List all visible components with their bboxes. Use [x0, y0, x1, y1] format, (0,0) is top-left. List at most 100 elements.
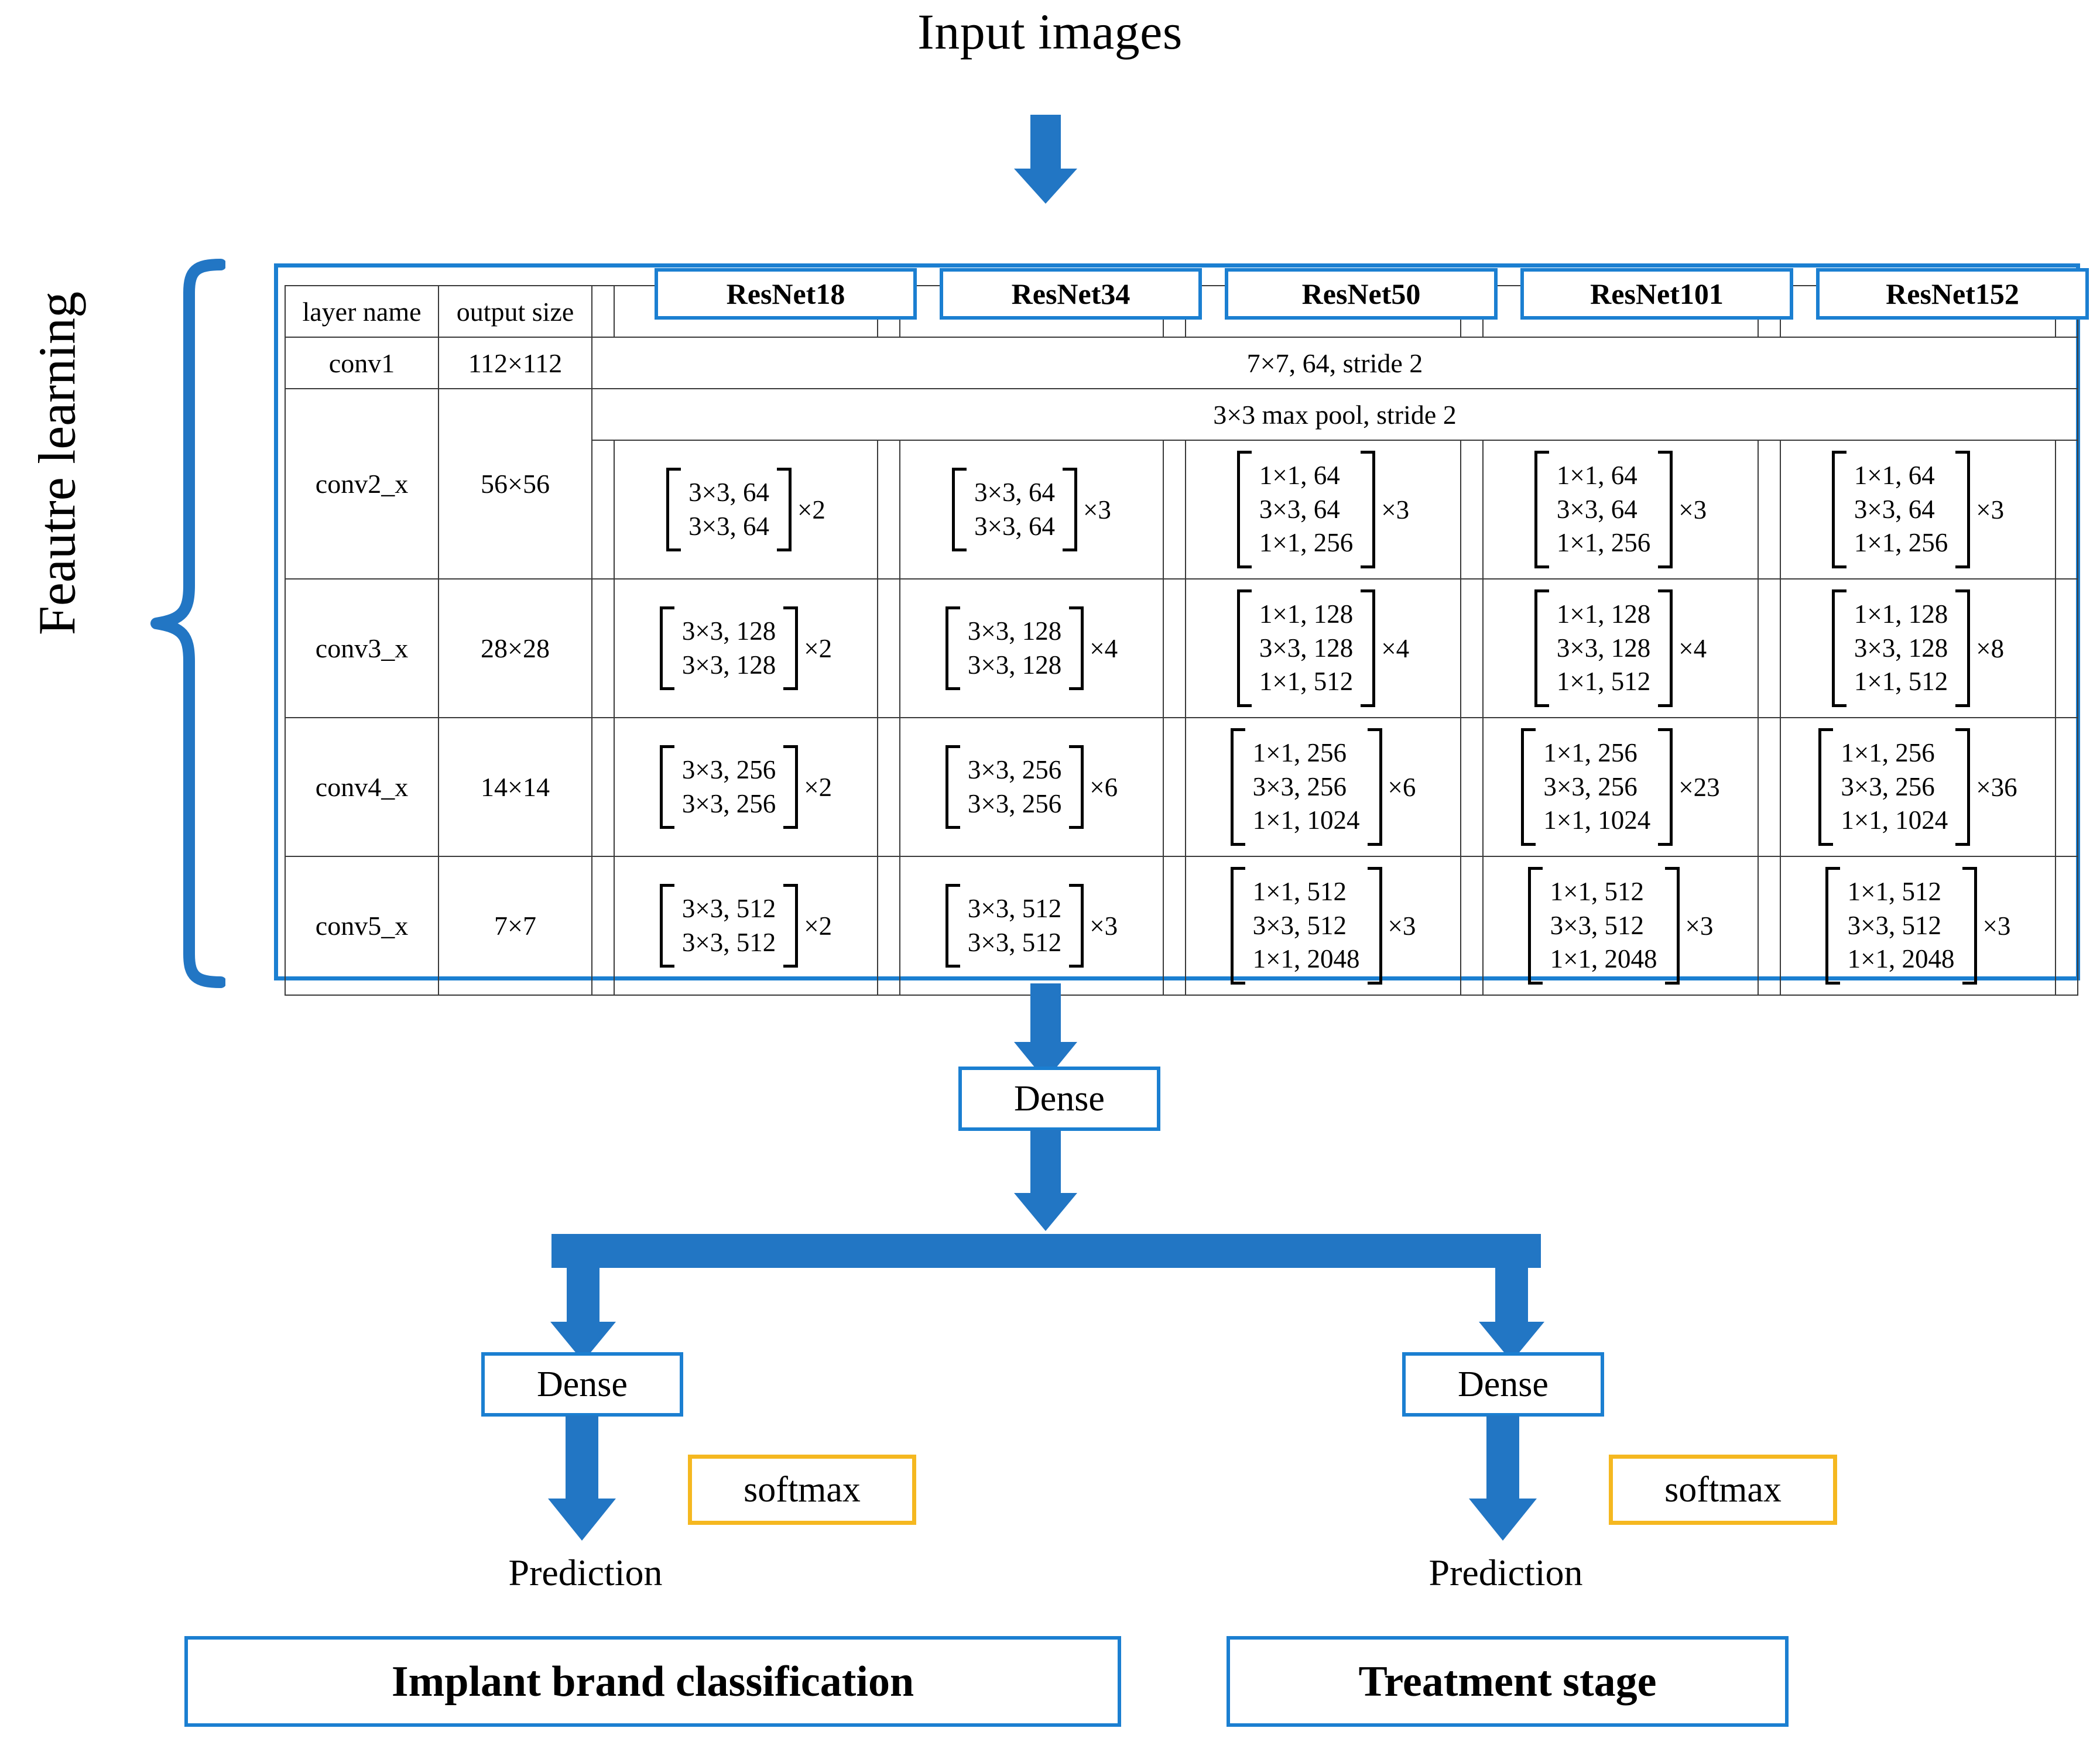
block-line: 1×1, 256: [1543, 738, 1637, 768]
spacer-cell: [2055, 856, 2078, 996]
arrow-shaft: [1030, 115, 1061, 176]
block-line: 1×1, 2048: [1847, 944, 1955, 974]
dense-box-shared[interactable]: Dense: [958, 1067, 1160, 1131]
cell-layer-name-conv1: conv1: [285, 337, 439, 389]
model-header-resnet50: ResNet50: [1225, 268, 1498, 320]
spacer-cell: [877, 440, 900, 580]
spacer-cell: [1758, 578, 1781, 718]
block-line: 3×3, 64: [1854, 494, 1935, 524]
cell-conv1-spec: 7×7, 64, stride 2: [591, 337, 2078, 389]
spacer-cell: [591, 285, 615, 338]
block-line: 1×1, 64: [1854, 461, 1935, 491]
block-multiplier: ×3: [1388, 911, 1416, 941]
block-line: 3×3, 128: [967, 616, 1062, 646]
spacer-cell: [877, 856, 900, 996]
dense-box-right[interactable]: Dense: [1402, 1352, 1604, 1417]
spacer-cell: [591, 856, 615, 996]
block-line: 3×3, 128: [1854, 633, 1948, 663]
table-row-maxpool: conv2_x 56×56 3×3 max pool, stride 2: [285, 388, 2078, 580]
arrow-shaft: [1486, 1415, 1519, 1506]
block-line: 3×3, 256: [967, 755, 1062, 784]
block-line: 1×1, 256: [1252, 738, 1347, 768]
arrow-head: [1014, 1193, 1077, 1231]
arrow-dense-to-split: [1003, 1130, 1088, 1235]
block-line: 3×3, 64: [974, 511, 1055, 541]
arrow-shaft: [567, 1234, 599, 1328]
block-line: 3×3, 128: [681, 650, 776, 680]
block-line: 1×1, 512: [1259, 667, 1354, 697]
block-multiplier: ×4: [1381, 633, 1410, 663]
arrow-shaft: [1030, 983, 1061, 1051]
page-title: Input images: [917, 4, 1183, 60]
spacer-cell: [1163, 440, 1186, 580]
block-line: 3×3, 64: [1259, 494, 1340, 524]
block-line: 3×3, 256: [1841, 772, 1935, 801]
softmax-box-left: softmax: [688, 1455, 916, 1525]
bracket-group: 3×3, 64 3×3, 64: [666, 467, 792, 552]
block-multiplier: ×3: [1982, 911, 2011, 941]
block-line: 1×1, 128: [1556, 599, 1651, 629]
dense-box-left[interactable]: Dense: [481, 1352, 683, 1417]
block-line: 1×1, 128: [1259, 599, 1354, 629]
cell-output-size-conv4: 14×14: [438, 717, 592, 857]
block-line: 1×1, 256: [1556, 528, 1651, 558]
block-multiplier: ×3: [1083, 495, 1111, 524]
block-line: 3×3, 256: [967, 788, 1062, 818]
block-line: 3×3, 64: [688, 477, 769, 507]
block-line: 3×3, 512: [967, 893, 1062, 923]
spacer-cell: [877, 717, 900, 857]
cell-layer-name-conv3: conv3_x: [285, 578, 439, 718]
spacer-cell: [1163, 578, 1186, 718]
block-line: 3×3, 256: [1252, 772, 1347, 801]
cell-output-size-conv3: 28×28: [438, 578, 592, 718]
table-row-conv1: conv1 112×112 7×7, 64, stride 2: [285, 337, 2078, 389]
block-line: 1×1, 512: [1847, 877, 1941, 907]
spacer-cell: [877, 578, 900, 718]
spacer-cell: [1758, 717, 1781, 857]
result-box-treatment-stage[interactable]: Treatment stage: [1227, 1636, 1789, 1727]
result-box-implant-brand-classification[interactable]: Implant brand classification: [184, 1636, 1121, 1727]
feature-learning-brace: [150, 259, 225, 988]
spacer-cell: [1460, 578, 1484, 718]
arrow-shaft: [1030, 1130, 1061, 1203]
col-header-layer-name: layer name: [285, 285, 439, 338]
block-line: 3×3, 64: [688, 511, 769, 541]
spacer-cell: [1758, 856, 1781, 996]
feature-learning-label: Feautre learning: [28, 291, 87, 636]
spacer-cell: [1460, 856, 1484, 996]
arrow-head: [548, 1499, 616, 1541]
block-line: 3×3, 512: [1252, 910, 1347, 940]
block-line: 1×1, 64: [1259, 461, 1340, 491]
block-line: 1×1, 1024: [1543, 805, 1651, 835]
bracket-group: 3×3, 256 3×3, 256: [945, 745, 1084, 829]
